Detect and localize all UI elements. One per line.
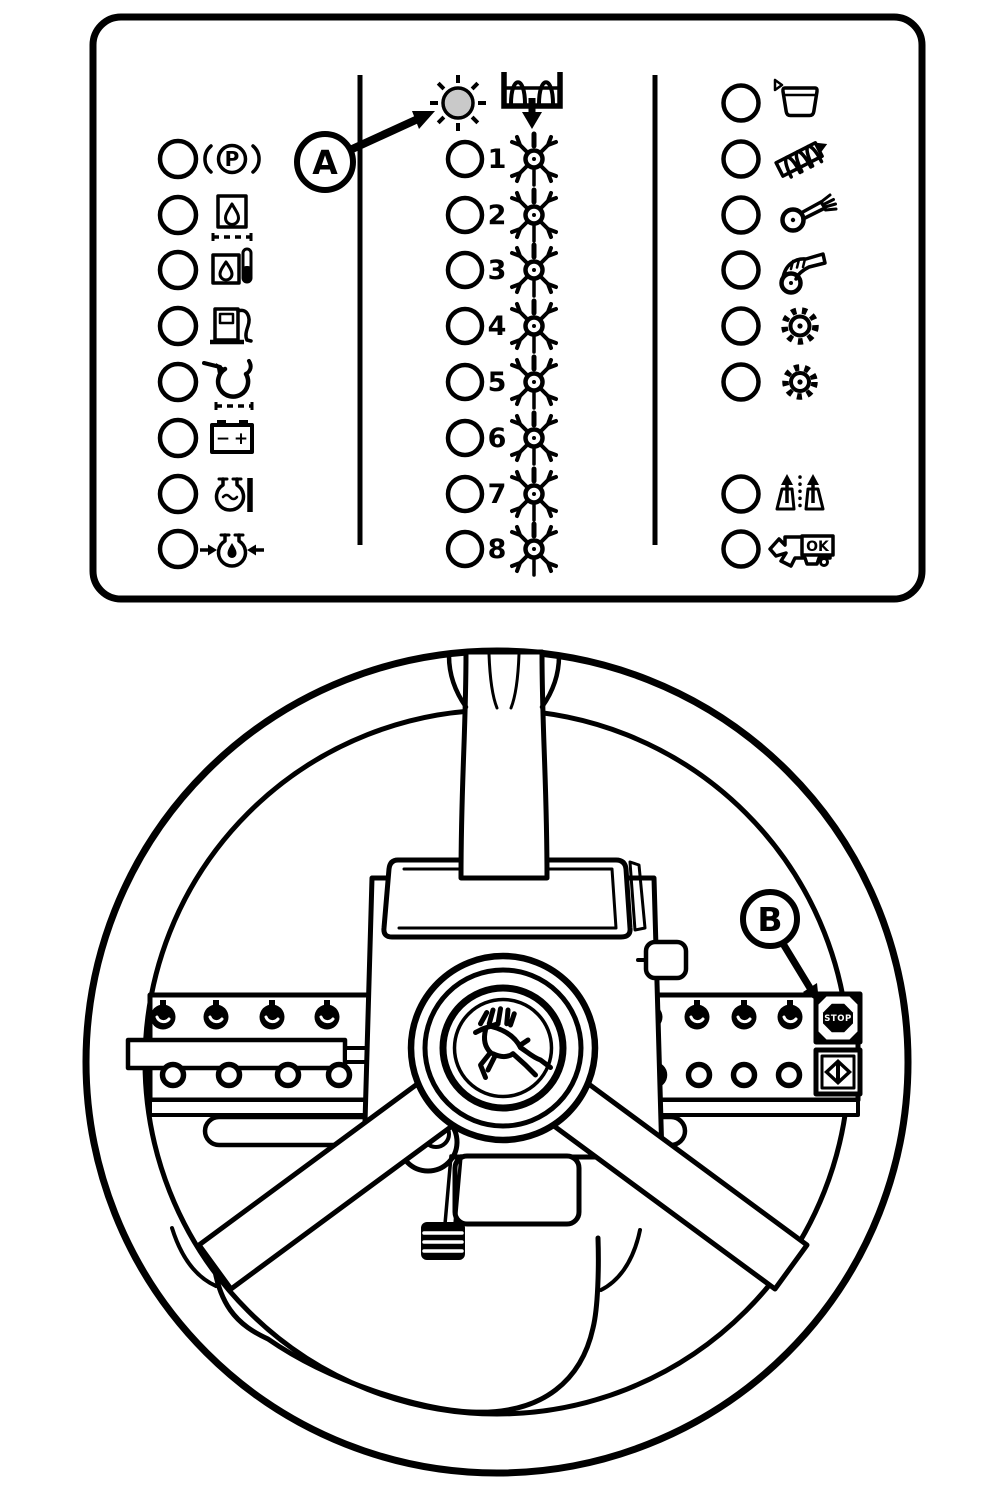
diamond-arrows-icon	[824, 1059, 852, 1085]
row-unit-drum-icon	[512, 301, 556, 352]
dash-cowl-outline	[170, 1226, 642, 1415]
conveying-duct-icon	[779, 252, 827, 295]
cross-auger-icon	[501, 72, 563, 129]
row-unit-drum-icons	[512, 134, 556, 575]
air-filter-restriction-icon	[202, 359, 254, 410]
front-drum-speed-icon	[781, 307, 819, 345]
spreader-arrows-icon	[775, 474, 825, 511]
callout-a: A	[294, 111, 435, 193]
row-number-1: 1	[488, 144, 507, 175]
row-unit-drum-icon	[512, 524, 556, 575]
round-control	[734, 1065, 755, 1086]
round-control	[329, 1065, 350, 1086]
row-number-8: 8	[488, 534, 507, 565]
battery-plus: +	[234, 429, 248, 449]
column-lower-cover	[421, 1153, 582, 1260]
console-side-lever	[643, 939, 689, 981]
row-unit-drum-icon	[512, 190, 556, 241]
row-number-6: 6	[488, 423, 507, 454]
callout-a-label: A	[312, 143, 338, 182]
row-unit-drum-icon	[512, 134, 556, 185]
stop-octagon-icon	[823, 1003, 853, 1033]
unloading-auger-icon	[774, 141, 828, 179]
round-control	[219, 1065, 240, 1086]
fan-speed-icon	[780, 193, 838, 233]
parking-brake-icon: P	[203, 143, 261, 175]
row-number-3: 3	[488, 255, 507, 286]
steering-wheel-figure: STOP B	[82, 647, 912, 1477]
battery-minus: −	[216, 429, 230, 449]
row-number-4: 4	[488, 311, 507, 342]
row-numbers: 1 2 3 4 5 6 7 8	[488, 144, 507, 565]
row-number-2: 2	[488, 200, 507, 231]
stop-label: STOP	[824, 1014, 851, 1024]
ok-label: OK	[806, 539, 830, 555]
wheel-hub	[407, 952, 599, 1144]
diamond-arrows-button	[813, 1047, 863, 1097]
row-unit-drum-icon	[512, 413, 556, 464]
left-indicator-lamps	[157, 138, 199, 570]
round-control	[779, 1065, 800, 1086]
panel-outline	[89, 13, 926, 603]
hydraulic-oil-temperature-icon	[211, 247, 253, 285]
row-unit-drum-icon	[512, 469, 556, 520]
battery-charge-icon: − +	[210, 420, 254, 454]
coolant-temperature-icon	[214, 477, 253, 512]
parking-brake-letter: P	[225, 147, 240, 171]
hydraulic-oil-level-icon	[211, 194, 253, 241]
rear-drum-speed-icon	[782, 364, 818, 400]
leaping-deer-logo	[473, 1006, 553, 1080]
callout-b: B	[740, 889, 819, 1002]
indicator-panel-figure: P − +	[89, 13, 926, 603]
round-control	[278, 1065, 299, 1086]
row-unit-drum-icon	[512, 357, 556, 408]
row-number-7: 7	[488, 479, 507, 510]
row-unit-drum-icon	[512, 245, 556, 296]
fuel-level-icon	[210, 307, 253, 345]
row-number-5: 5	[488, 367, 507, 398]
steering-column-spoke	[446, 649, 562, 881]
round-control	[163, 1065, 184, 1086]
stop-button: STOP	[813, 991, 863, 1045]
center-indicator-lamps	[445, 139, 485, 569]
right-indicator-lamps	[721, 83, 761, 569]
callout-b-label: B	[757, 900, 782, 939]
round-control	[689, 1065, 710, 1086]
dash-lever	[125, 1037, 348, 1071]
machine-ready-icon: OK	[768, 534, 835, 568]
indicator-lamp-lit-icon	[430, 75, 486, 131]
console-side-blade	[628, 860, 647, 932]
console-screen	[381, 857, 633, 940]
engine-oil-pressure-icon	[200, 533, 264, 568]
basket-level-icon	[773, 78, 819, 118]
